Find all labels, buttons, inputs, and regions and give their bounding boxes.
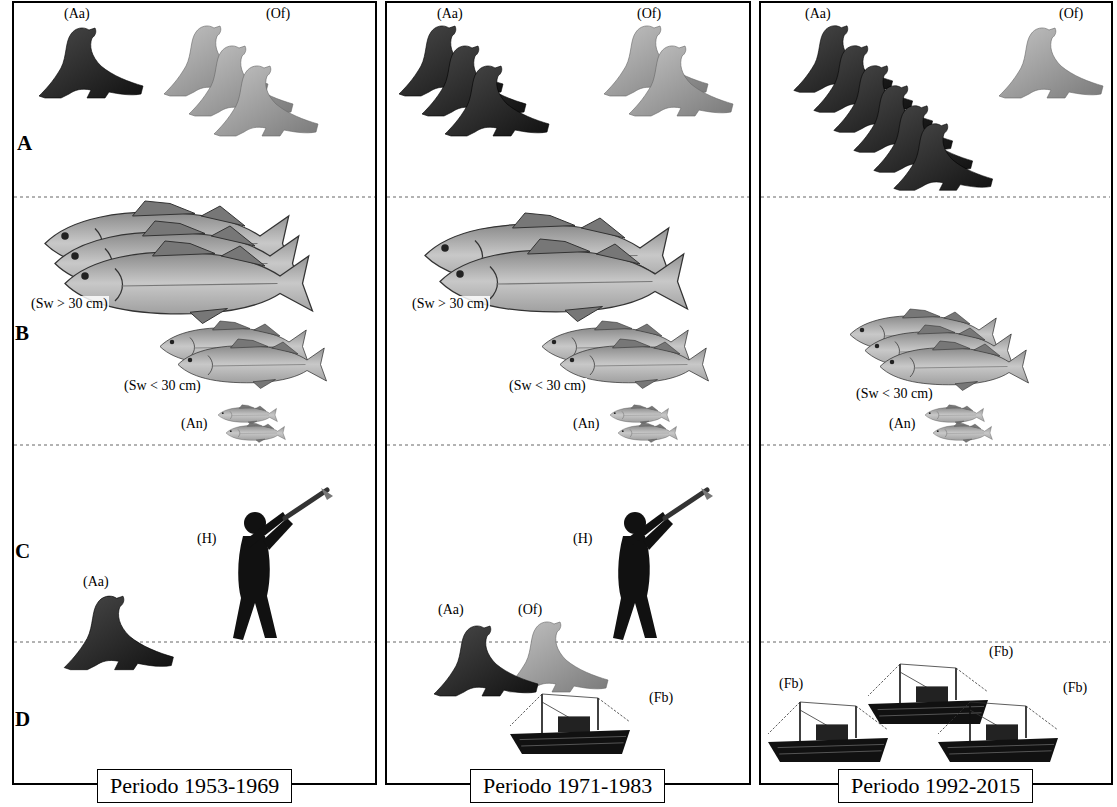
row-letter: D (14, 708, 31, 730)
period-label: Periodo 1971-1983 (470, 769, 665, 803)
period-panel: Periodo 1992-2015 (759, 1, 1113, 785)
species-label: (An) (888, 416, 916, 432)
species-label: (H) (196, 531, 217, 547)
species-label: (Aa) (436, 6, 464, 22)
species-label: (Of) (1058, 6, 1084, 22)
species-label: (Fb) (1062, 680, 1088, 696)
row-letter: C (14, 540, 31, 562)
species-label: (Aa) (63, 6, 91, 22)
species-label: (Fb) (778, 676, 804, 692)
species-label: (H) (572, 531, 593, 547)
species-label: (Fb) (988, 644, 1014, 660)
species-label: (Sw < 30 cm) (123, 378, 202, 394)
species-label: (Of) (265, 6, 291, 22)
species-label: (Of) (636, 6, 662, 22)
species-label: (Aa) (437, 602, 465, 618)
row-letter: A (16, 132, 33, 154)
species-label: (Sw > 30 cm) (30, 296, 109, 312)
species-label: (Aa) (82, 574, 110, 590)
species-label: (Fb) (648, 690, 674, 706)
period-label: Periodo 1992-2015 (838, 769, 1033, 803)
species-label: (Sw < 30 cm) (508, 378, 587, 394)
species-label: (An) (572, 416, 600, 432)
row-letter: B (14, 322, 30, 344)
species-label: (Of) (517, 602, 543, 618)
species-label: (Sw > 30 cm) (411, 296, 490, 312)
species-label: (Sw < 30 cm) (855, 386, 934, 402)
species-label: (An) (180, 416, 208, 432)
species-label: (Aa) (804, 6, 832, 22)
period-label: Periodo 1953-1969 (97, 769, 292, 803)
